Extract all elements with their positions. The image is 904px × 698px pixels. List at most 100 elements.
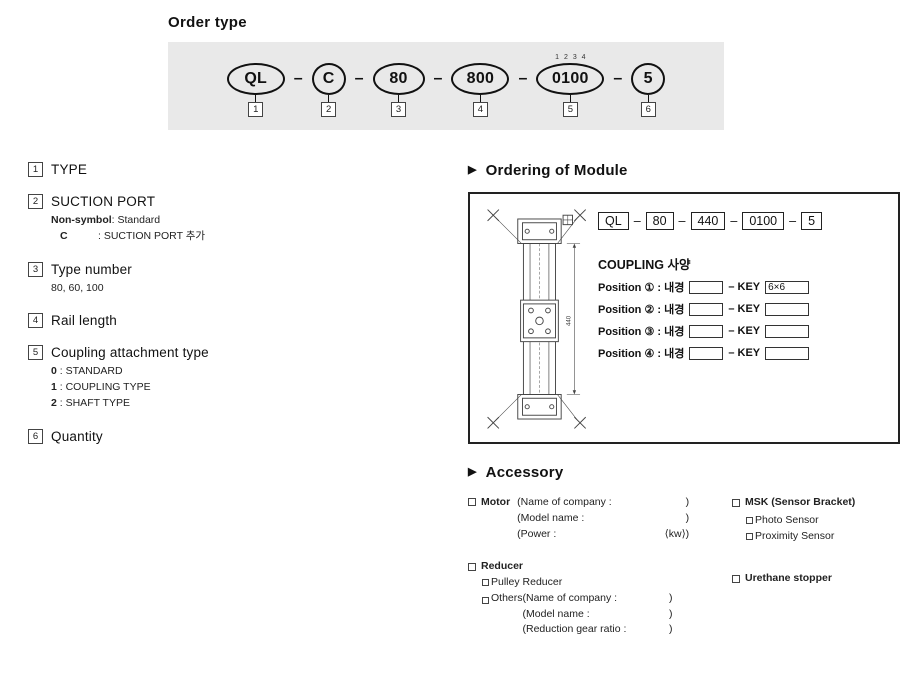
spec-item-rail-length: 4 Rail length xyxy=(28,313,448,329)
key-input-box xyxy=(765,324,810,338)
key-label: – KEY xyxy=(728,325,761,337)
order-code-segment: 1 2 3 4 0100 5 xyxy=(536,52,605,117)
segment-number-box: 6 xyxy=(640,102,656,117)
checkbox-icon xyxy=(468,498,476,506)
motor-detail-line: (Model name :) xyxy=(517,511,690,524)
others-option: Others (Name of company :) (Model name :… xyxy=(482,591,730,638)
dash-separator: – xyxy=(354,70,364,87)
segment-number-box: 3 xyxy=(391,102,407,117)
spec-item-line: 80, 60, 100 xyxy=(51,281,104,294)
checkbox-icon xyxy=(468,563,476,572)
coupling-spec-title: COUPLING 사양 xyxy=(598,258,691,272)
spec-item-title: Coupling attachment type xyxy=(51,345,209,361)
dash-separator: – xyxy=(678,214,686,228)
bore-input-box xyxy=(689,280,724,294)
segment-number-box: 4 xyxy=(472,102,488,117)
spec-item-line: Non-symbol: Standard xyxy=(51,214,161,226)
page-title: Order type xyxy=(168,14,247,31)
order-code-oval: C xyxy=(311,63,346,95)
triangle-icon: ▶ xyxy=(468,466,477,478)
spec-item-title: TYPE xyxy=(51,162,88,177)
segment-connector xyxy=(479,95,482,102)
spec-item-title: Rail length xyxy=(51,313,117,329)
position-row: Position ③ : 내경 – KEY xyxy=(598,323,822,339)
checkbox-icon xyxy=(746,532,753,540)
urethane-label: Urethane stopper xyxy=(745,572,832,585)
key-input-box xyxy=(765,346,810,360)
checkbox-icon xyxy=(746,517,753,525)
spec-list: 1 TYPE 2 SUCTION PORT Non-symbol: Standa… xyxy=(28,162,448,461)
spec-item-type: 1 TYPE xyxy=(28,162,448,177)
msk-label: MSK (Sensor Bracket) xyxy=(745,496,856,508)
accessory-motor: Motor (Name of company :) (Model name :)… xyxy=(468,495,730,542)
reducer-label: Reducer xyxy=(481,560,524,573)
item-number-box: 2 xyxy=(28,194,43,209)
accessory-reducer: Reducer Pulley Reducer Others (Name of c… xyxy=(468,559,730,638)
proximity-sensor-option: Proximity Sensor xyxy=(746,529,900,545)
accessory-heading: ▶ Accessory xyxy=(468,464,564,481)
spec-item-title: Quantity xyxy=(51,428,103,444)
module-code-box: QL xyxy=(598,212,629,230)
accessory-urethane-stopper: Urethane stopper xyxy=(732,571,900,587)
spec-item-title: Type number xyxy=(51,261,132,277)
segment-connector xyxy=(569,95,572,102)
bore-input-box xyxy=(689,324,724,338)
order-code-oval: 80 xyxy=(372,63,425,95)
bore-input-box xyxy=(689,302,724,316)
triangle-icon: ▶ xyxy=(468,164,477,176)
motor-detail-line: (Name of company :) xyxy=(517,496,690,508)
ordering-of-module-heading: ▶ Ordering of Module xyxy=(468,162,628,179)
pulley-reducer-option: Pulley Reducer xyxy=(482,575,730,591)
key-label: – KEY xyxy=(728,303,761,315)
others-detail-line: (Reduction gear ratio :) xyxy=(522,623,673,636)
others-detail-line: (Name of company :) xyxy=(522,591,673,604)
spec-item-line: 0 : STANDARD xyxy=(51,365,123,378)
order-code-oval: 5 xyxy=(631,63,666,95)
position-markers: 1 2 3 4 xyxy=(555,54,586,61)
spec-item-line: C: SUCTION PORT 추가 xyxy=(60,229,206,242)
segment-connector xyxy=(397,95,400,102)
segment-number-box: 1 xyxy=(248,102,264,117)
order-code-oval: 0100 xyxy=(536,63,605,95)
order-code-oval: 800 xyxy=(451,63,510,95)
dash-separator: – xyxy=(613,70,623,87)
accessory-msk: MSK (Sensor Bracket) xyxy=(732,495,900,511)
position-label: Position ② : 내경 xyxy=(598,304,685,316)
spec-item-type-number: 3 Type number 80, 60, 100 xyxy=(28,261,448,297)
order-code-segment: QL 1 xyxy=(226,52,285,117)
item-number-box: 6 xyxy=(28,428,43,444)
key-label: – KEY xyxy=(728,281,761,293)
position-label: Position ③ : 내경 xyxy=(598,326,685,338)
photo-sensor-option: Photo Sensor xyxy=(746,513,900,529)
module-code-box: 440 xyxy=(690,212,726,230)
others-detail-line: (Model name :) xyxy=(522,607,673,620)
checkbox-icon xyxy=(482,596,489,604)
accessory-content: Motor (Name of company :) (Model name :)… xyxy=(468,495,900,638)
checkbox-icon xyxy=(732,498,740,507)
segment-connector xyxy=(254,95,257,102)
module-technical-drawing: 440 xyxy=(487,209,587,429)
item-number-box: 4 xyxy=(28,313,43,329)
order-code-segment: 80 3 xyxy=(372,52,425,117)
order-code-segment: 800 4 xyxy=(451,52,510,117)
key-label: – KEY xyxy=(728,347,761,359)
spec-item-quantity: 6 Quantity xyxy=(28,428,448,444)
position-row: Position ① : 내경 – KEY 6×6 xyxy=(598,279,822,295)
key-input-box: 6×6 xyxy=(765,280,810,294)
order-code-oval: QL xyxy=(226,63,285,95)
module-diagram-box: 440 QL – 80 – 440 – 0100 – 5 COUPLING 사양… xyxy=(468,192,900,444)
dash-separator: – xyxy=(633,214,641,228)
key-input-box xyxy=(765,302,810,316)
spec-item-title: SUCTION PORT xyxy=(51,194,156,209)
position-label: Position ① : 내경 xyxy=(598,282,685,294)
module-code-box: 80 xyxy=(645,212,674,230)
module-code-box: 0100 xyxy=(742,212,785,230)
item-number-box: 5 xyxy=(28,345,43,361)
position-row: Position ④ : 내경 – KEY xyxy=(598,345,822,361)
checkbox-icon xyxy=(482,579,489,587)
segment-number-box: 5 xyxy=(562,102,578,117)
bore-input-box xyxy=(689,346,724,360)
segment-connector xyxy=(647,95,650,102)
spec-item-line: 1 : COUPLING TYPE xyxy=(51,381,151,393)
dash-separator: – xyxy=(518,70,528,87)
